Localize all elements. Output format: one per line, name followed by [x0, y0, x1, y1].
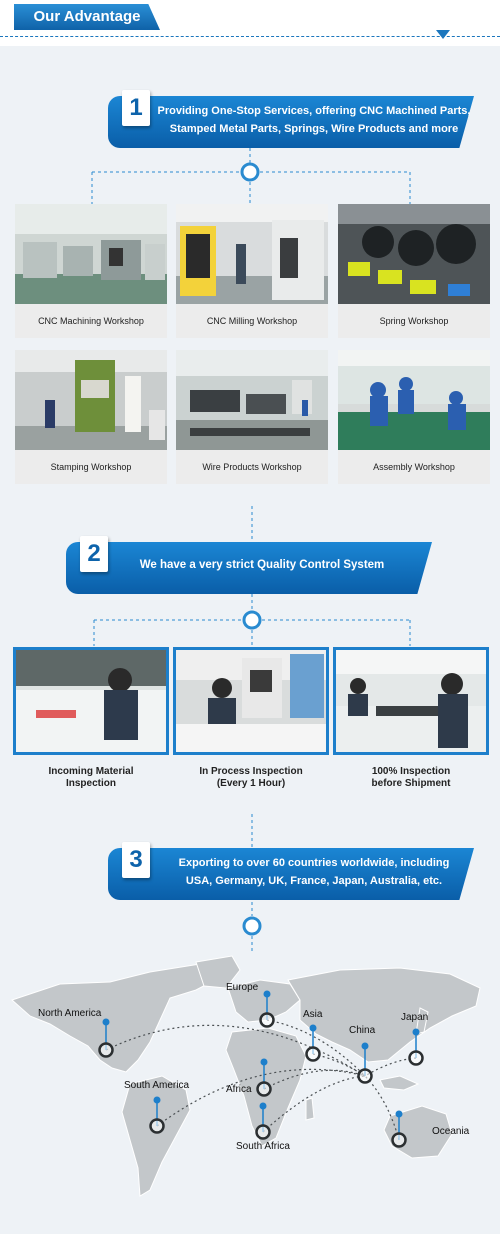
step-3-number: 3: [122, 842, 150, 878]
assembly-workshop-photo: [338, 350, 490, 450]
step-1-number: 1: [122, 90, 150, 126]
workshop-caption: Spring Workshop: [338, 304, 490, 338]
workshop-card-stamping: Stamping Workshop: [15, 350, 167, 484]
step-1-text: Providing One-Stop Services, offering CN…: [156, 102, 472, 138]
chevron-down-icon: [436, 30, 450, 39]
step-2-node: [242, 610, 262, 630]
workshop-caption: Wire Products Workshop: [176, 450, 328, 484]
step-3-banner: 3 Exporting to over 60 countries worldwi…: [108, 842, 474, 900]
north-america-marker: [98, 1042, 114, 1058]
step-3-line-1: Exporting to over 60 countries worldwide…: [178, 857, 450, 869]
qc-photo-shipment: [333, 647, 489, 755]
workshop-caption: CNC Machining Workshop: [15, 304, 167, 338]
workshop-caption: CNC Milling Workshop: [176, 304, 328, 338]
asia-marker: [305, 1046, 321, 1062]
qc-caption-incoming: Incoming Material Inspection: [48, 766, 134, 789]
workshop-caption: Assembly Workshop: [338, 450, 490, 484]
label-china: China: [349, 1025, 376, 1036]
label-japan: Japan: [401, 1012, 429, 1023]
cnc-machining-photo: [15, 204, 167, 304]
china-marker: [357, 1068, 373, 1084]
label-africa: Africa: [226, 1084, 252, 1095]
step-2-line-1: We have a very strict Quality Control Sy…: [139, 559, 385, 571]
workshop-card-cnc-machining: CNC Machining Workshop: [15, 204, 167, 338]
qc-caption-shipment: 100% Inspection before Shipment: [371, 766, 451, 789]
world-map-graphic: [11, 955, 481, 1197]
in-process-inspection-photo: [176, 650, 326, 752]
workshop-card-wire-products: Wire Products Workshop: [176, 350, 328, 484]
label-north-america: North America: [38, 1008, 102, 1019]
step-2-text: We have a very strict Quality Control Sy…: [114, 556, 410, 574]
step-3-line-2: USA, Germany, UK, France, Japan, Austral…: [185, 875, 443, 887]
label-europe: Europe: [226, 982, 259, 993]
section-title: Our Advantage: [33, 8, 141, 25]
step-1-line-2: Stamped Metal Parts, Springs, Wire Produ…: [169, 123, 459, 135]
step-2-number: 2: [80, 536, 108, 572]
header-divider: [0, 36, 500, 37]
south-africa-marker: [255, 1124, 271, 1140]
step-3-node: [242, 916, 262, 936]
shipment-inspection-photo: [336, 650, 486, 752]
step-2-banner: 2 We have a very strict Quality Control …: [66, 536, 432, 594]
step-1-node: [240, 162, 260, 182]
label-south-america: South America: [124, 1080, 190, 1091]
workshop-card-cnc-milling: CNC Milling Workshop: [176, 204, 328, 338]
qc-photo-incoming: [13, 647, 169, 755]
step-3-text: Exporting to over 60 countries worldwide…: [156, 854, 472, 890]
step-1-banner: 1 Providing One-Stop Services, offering …: [108, 90, 474, 148]
workshop-card-assembly: Assembly Workshop: [338, 350, 490, 484]
spring-workshop-photo: [338, 204, 490, 304]
label-oceania: Oceania: [432, 1126, 470, 1137]
label-south-africa: South Africa: [236, 1141, 290, 1152]
workshop-card-spring: Spring Workshop: [338, 204, 490, 338]
section-header: Our Advantage: [0, 0, 500, 46]
europe-marker: [259, 1012, 275, 1028]
stamping-workshop-photo: [15, 350, 167, 450]
qc-photo-in-process: [173, 647, 329, 755]
label-asia: Asia: [303, 1009, 323, 1020]
japan-marker: [408, 1050, 424, 1066]
africa-marker: [256, 1081, 272, 1097]
world-map: Europe North America Asia China Japan So…: [0, 950, 500, 1220]
workshop-caption: Stamping Workshop: [15, 450, 167, 484]
cnc-milling-photo: [176, 204, 328, 304]
qc-caption-in-process: In Process Inspection (Every 1 Hour): [199, 766, 303, 789]
wire-products-photo: [176, 350, 328, 450]
step-1-line-1: Providing One-Stop Services, offering CN…: [157, 105, 471, 117]
south-america-marker: [149, 1118, 165, 1134]
header-tab: Our Advantage: [14, 4, 160, 30]
incoming-inspection-photo: [16, 650, 166, 752]
oceania-marker: [391, 1132, 407, 1148]
